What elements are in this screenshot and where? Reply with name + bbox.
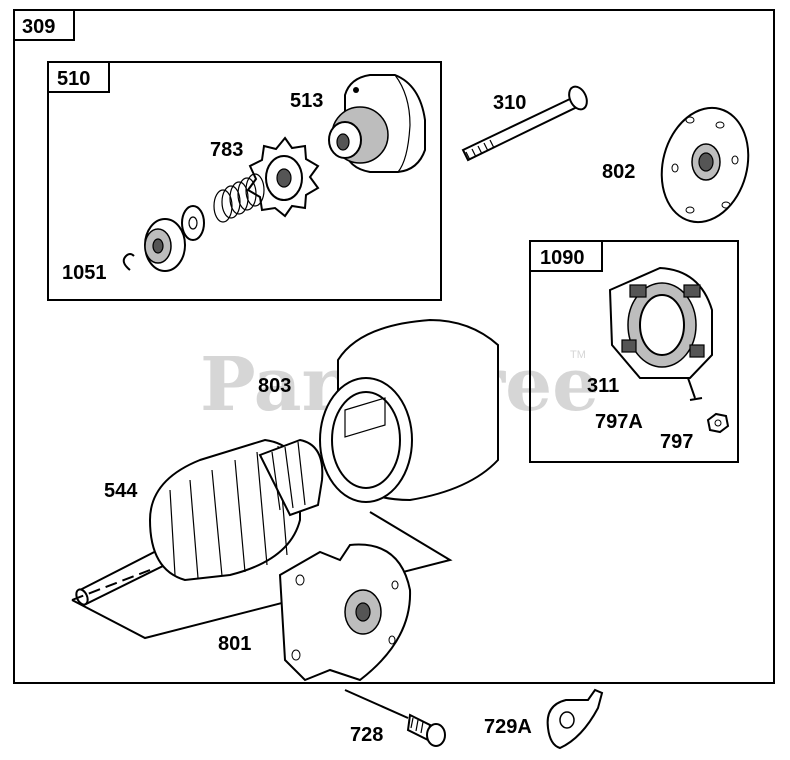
motor-frame-803 <box>319 318 499 503</box>
label-1051: 1051 <box>62 262 107 284</box>
drive-box-510: 510 <box>47 61 442 301</box>
label-797a: 797A <box>595 411 643 433</box>
label-803: 803 <box>258 375 291 397</box>
pinion-gear-783 <box>246 136 320 218</box>
thrust-washer <box>181 205 205 241</box>
nut-797 <box>706 412 730 434</box>
brush-holder-assembly <box>608 266 713 379</box>
label-801: 801 <box>218 633 251 655</box>
brush-box-1090: 1090 <box>529 240 739 463</box>
screw-728 <box>406 713 446 747</box>
label-728: 728 <box>350 724 383 746</box>
label-513: 513 <box>290 90 323 112</box>
retaining-ring-1051 <box>122 253 135 271</box>
anti-drift-spring <box>213 173 265 223</box>
label-802: 802 <box>602 161 635 183</box>
through-bolt-310 <box>461 85 588 162</box>
label-783: 783 <box>210 139 243 161</box>
stop-collar <box>144 218 186 272</box>
end-cap-802 <box>660 106 750 224</box>
drive-housing-513 <box>328 74 426 173</box>
label-729a: 729A <box>484 716 532 738</box>
box-tag-309: 309 <box>22 16 55 38</box>
box-tag-510: 510 <box>57 68 90 90</box>
box-tag-1090: 1090 <box>540 247 585 269</box>
end-bracket-801 <box>278 543 412 682</box>
label-544: 544 <box>104 480 138 502</box>
watermark-trademark: TM <box>570 349 586 361</box>
armature-544 <box>75 438 324 606</box>
terminal-stud-797a <box>687 377 703 401</box>
leader-line-728 <box>344 689 409 719</box>
assembly-box-309: 309 <box>13 9 775 684</box>
label-310: 310 <box>493 92 526 114</box>
label-797: 797 <box>660 431 693 453</box>
label-311: 311 <box>587 375 619 397</box>
bracket-clip-729a <box>546 688 604 750</box>
